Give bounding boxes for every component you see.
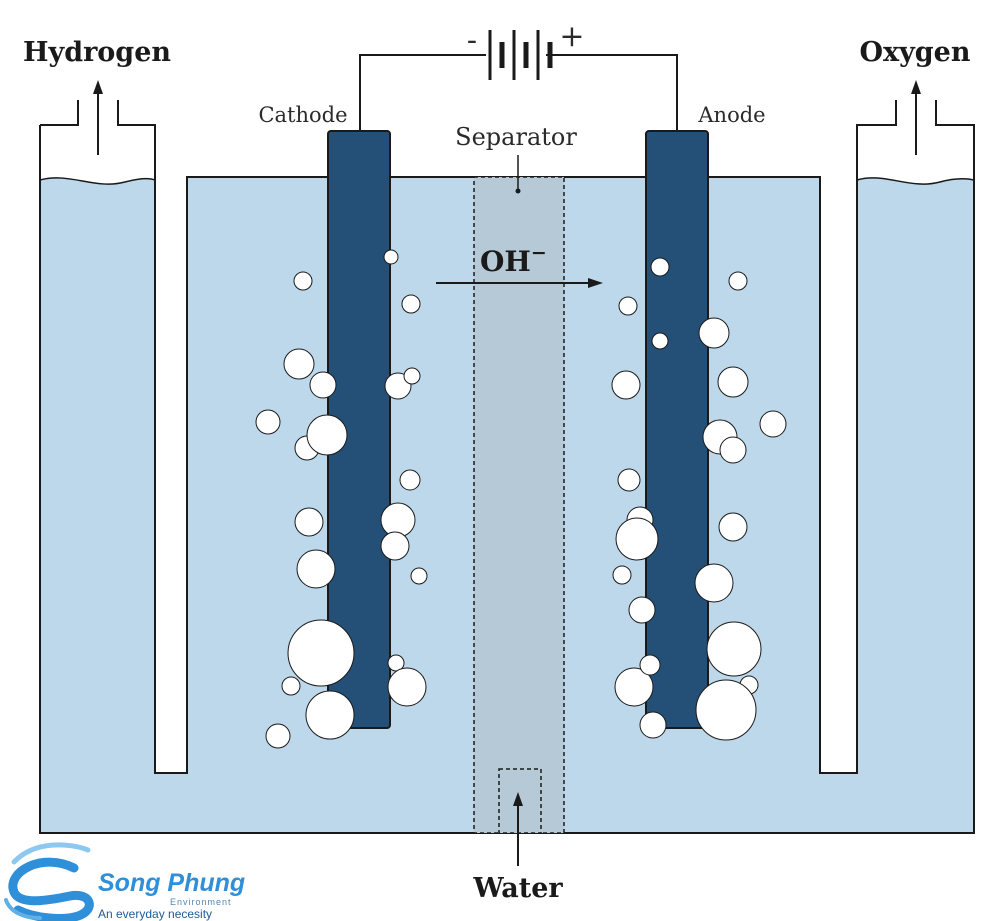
ion-label: OH− [480,242,547,278]
water-inflow-arrow [513,792,523,866]
song-phung-logo: Song Phung Environment An everyday neces… [4,842,245,921]
ion-label-charge: − [531,242,547,264]
oxygen-label: Oxygen [860,37,971,68]
battery-minus-label: - [467,23,477,58]
ion-flow-arrow [436,278,603,288]
hydrogen-label: Hydrogen [23,37,171,68]
water-label: Water [472,873,563,904]
water-surface-left [39,177,156,185]
oxygen-outlet-arrow [911,80,921,155]
hydrogen-outlet-arrow [93,80,103,155]
anode-surface-bubbles [650,257,670,350]
cathode-bubbles [255,249,428,749]
anode-electrode [645,130,709,729]
anode-bubbles [611,271,787,741]
battery-plus-label: + [559,19,584,54]
water-surface-right [856,177,975,185]
logo-mark [4,842,94,921]
separator-pointer [515,155,521,194]
separator-membrane [473,176,565,834]
circuit-wire [359,54,678,131]
cathode-label: Cathode [258,103,347,127]
logo-subtitle: Environment [170,897,232,907]
battery-icon [488,30,553,80]
ion-label-base: OH [480,245,531,278]
anode-label: Anode [697,103,765,127]
logo-name: Song Phung [98,869,245,897]
logo-tagline: An everyday necesity [98,907,212,921]
separator-label: Separator [455,123,577,151]
